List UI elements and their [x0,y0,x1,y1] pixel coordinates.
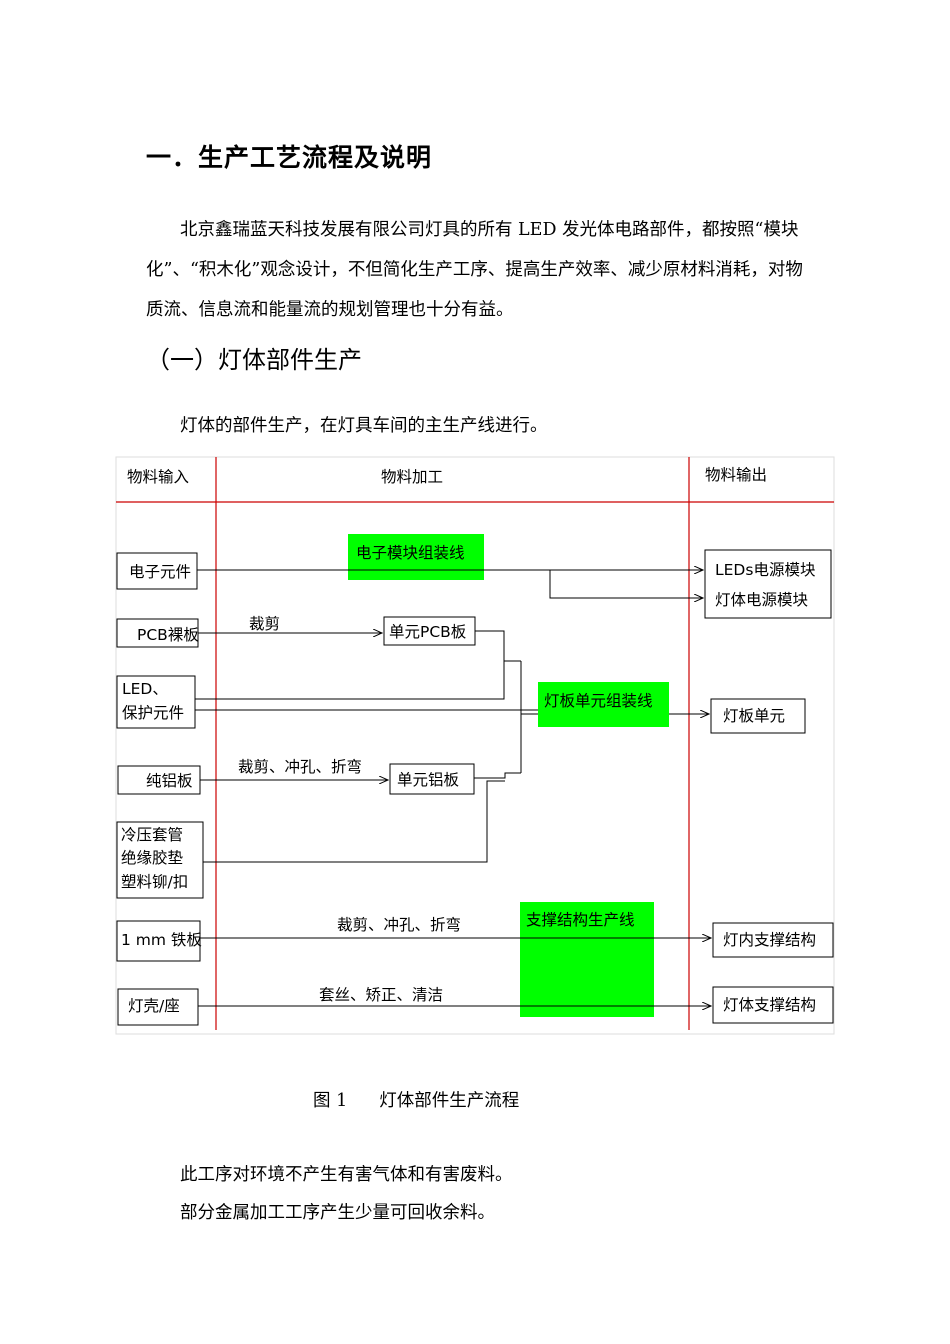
unit-pcb-box [383,616,476,646]
output-label-lamp-power: 灯体电源模块 [715,591,808,609]
lamp-board-assembly-line-label: 灯板单元组装线 [544,692,653,710]
subsection-heading: （一）灯体部件生产 [146,346,362,374]
input-label-led-1: LED、 [122,680,168,698]
output-box-inner-support [712,922,834,958]
output-label-inner-support: 灯内支撑结构 [723,931,816,949]
input-box-misc [116,821,204,899]
input-box-shell [117,988,199,1026]
support-structure-line-label: 支撑结构生产线 [526,911,635,929]
connector-lines [195,570,711,1006]
input-box-pcb [116,618,199,648]
output-label-body-support: 灯体支撑结构 [723,996,816,1014]
output-box-body-support [712,986,834,1024]
operation-label-cut: 裁剪 [249,615,280,633]
note-line-1: 此工序对环境不产生有害气体和有害废料。 [180,1165,513,1185]
figure-caption-label: 图 1 [313,1091,348,1111]
unit-aluminum-box [389,763,475,795]
input-label-aluminum: 纯铝板 [146,772,193,790]
unit-pcb-label: 单元PCB板 [389,623,466,641]
input-label-electronic: 电子元件 [129,563,191,581]
input-box-led [116,675,196,729]
intro-paragraph: 北京鑫瑞蓝天科技发展有限公司灯具的所有 LED 发光体电路部件，都按照“模块化”… [146,220,803,320]
column-header-input: 物料输入 [127,468,189,486]
input-box-aluminum [117,765,201,795]
input-label-led-2: 保护元件 [122,704,184,722]
support-structure-line [520,902,654,1017]
column-header-process: 物料加工 [381,468,443,486]
output-label-lamp-board: 灯板单元 [723,707,785,725]
electronic-module-line [348,534,484,580]
figure-caption: 图 1 灯体部件生产流程 [313,1087,551,1112]
operation-label-iron: 裁剪、冲孔、折弯 [337,916,461,934]
input-label-misc-1: 冷压套管 [121,826,183,844]
lamp-board-assembly-line [538,682,669,727]
operation-label-shell: 套丝、矫正、清洁 [319,986,443,1004]
figure-caption-text: 灯体部件生产流程 [379,1091,520,1111]
input-label-misc-2: 绝缘胶垫 [121,849,184,867]
input-label-iron: 1 mm 铁板 [121,931,202,949]
operation-label-aluminum: 裁剪、冲孔、折弯 [238,758,362,776]
unit-aluminum-label: 单元铝板 [397,771,459,789]
output-label-leds-power: LEDs电源模块 [715,561,815,579]
input-label-pcb: PCB裸板 [137,626,199,644]
note-line-2: 部分金属加工工序产生少量可回收余料。 [180,1203,495,1223]
output-box-lamp-board [710,698,806,734]
output-box-power [704,549,832,619]
lead-sentence: 灯体的部件生产，在灯具车间的主生产线进行。 [180,416,548,436]
input-label-misc-3: 塑料铆/扣 [121,873,188,891]
section-heading: 一．生产工艺流程及说明 [146,143,433,172]
electronic-module-line-label: 电子模块组装线 [356,544,465,562]
input-box-electronic [116,552,198,590]
column-header-output: 物料输出 [705,466,767,484]
input-label-shell: 灯壳/座 [128,997,180,1015]
input-box-iron [116,920,201,962]
